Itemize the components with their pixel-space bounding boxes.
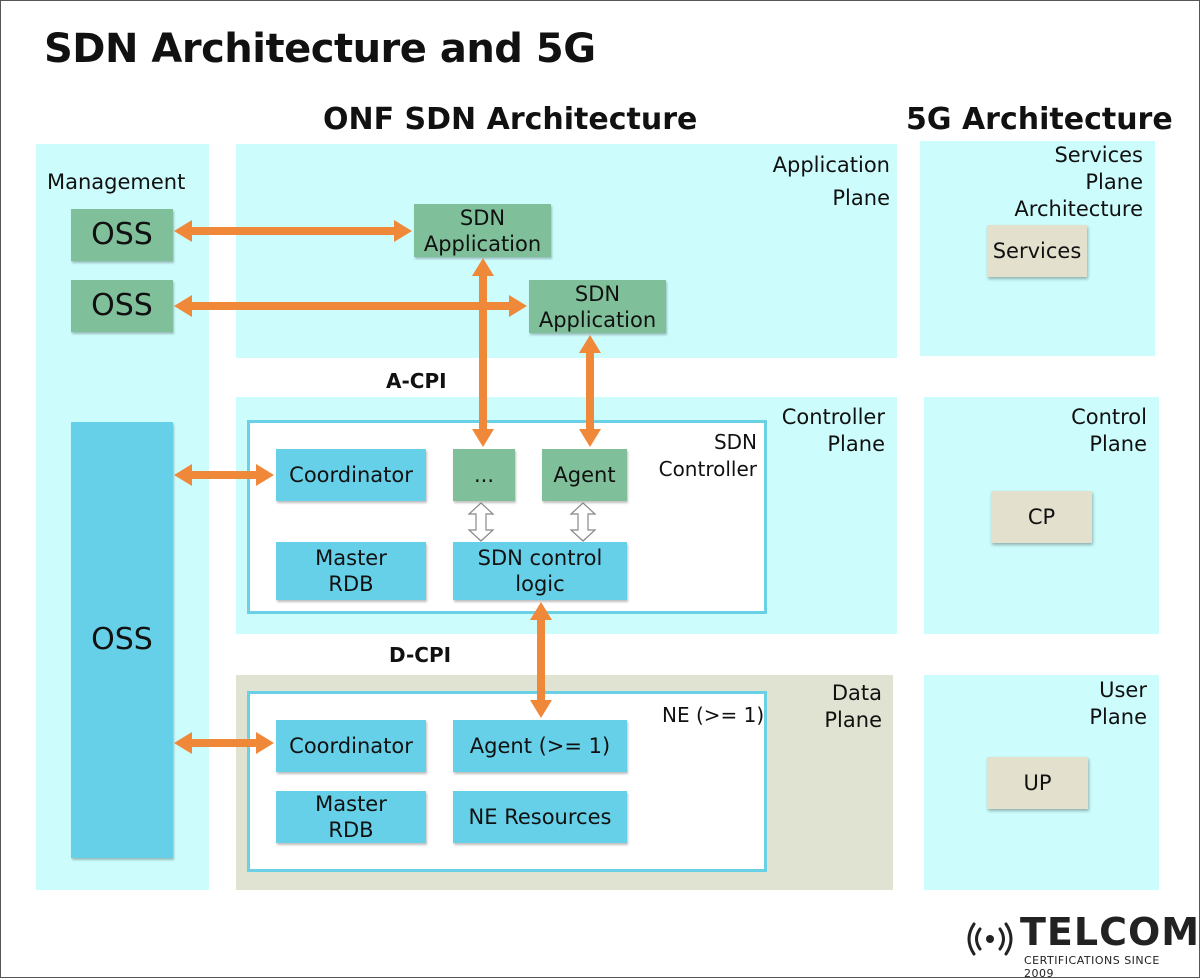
logo-name: TELCOMA: [1020, 910, 1200, 954]
ellipsis-agent-box: ...: [453, 449, 515, 501]
arrow-control-logic-to-data-agent: [530, 602, 552, 718]
control-plane-label: Control Plane: [1071, 405, 1147, 456]
controller-coordinator-box: Coordinator: [276, 449, 426, 501]
logo-tagline: CERTIFICATIONS SINCE 2009: [1024, 954, 1160, 980]
d-cpi-label: D-CPI: [389, 643, 452, 667]
ne-resources-box: NE Resources: [453, 791, 627, 843]
controller-agent-box: Agent: [542, 449, 627, 501]
ne-label: NE (>= 1): [662, 703, 765, 727]
oss-box-main: OSS: [71, 422, 173, 858]
controller-master-rdb-box: Master RDB: [276, 542, 426, 600]
a-cpi-label: A-CPI: [386, 369, 447, 393]
sdn-application-box-2: SDN Application: [529, 280, 666, 333]
management-label: Management: [47, 170, 186, 194]
data-master-rdb-box: Master RDB: [276, 791, 426, 843]
sdn-controller-label: SDN Controller: [658, 430, 757, 481]
user-plane-label: User Plane: [1089, 678, 1147, 729]
arrow-oss2-to-app2: [174, 295, 527, 317]
services-box: Services: [987, 225, 1087, 277]
sdn-application-box-1: SDN Application: [414, 204, 551, 257]
services-plane-label: Services Plane Architecture: [1014, 143, 1143, 221]
data-agent-box: Agent (>= 1): [453, 720, 627, 772]
telcoma-logo: TELCOMA CERTIFICATIONS SINCE 2009: [960, 910, 1200, 980]
page-title: SDN Architecture and 5G: [44, 26, 596, 72]
arrow-app2-to-agent: [579, 335, 601, 447]
arrow-app1-to-ellipsis: [472, 258, 494, 447]
arrow-oss1-to-app1: [174, 220, 412, 242]
hollow-arrow-ellipsis-to-logic: [467, 502, 495, 542]
onf-heading: ONF SDN Architecture: [323, 102, 698, 137]
arrow-oss-to-data-coordinator: [174, 732, 274, 754]
hollow-arrow-agent-to-logic: [569, 502, 597, 542]
signal-icon: [967, 922, 1013, 956]
oss-box-2: OSS: [71, 280, 173, 332]
sdn-control-logic-box: SDN control logic: [453, 542, 627, 600]
application-plane-label: Application Plane: [772, 153, 890, 210]
controller-plane-label: Controller Plane: [781, 405, 885, 456]
data-coordinator-box: Coordinator: [276, 720, 426, 772]
fiveg-heading: 5G Architecture: [906, 102, 1173, 137]
up-box: UP: [987, 757, 1088, 809]
oss-box-1: OSS: [71, 209, 173, 261]
cp-box: CP: [991, 491, 1092, 543]
data-plane-label: Data Plane: [824, 681, 882, 732]
arrow-oss-to-controller-coordinator: [174, 464, 274, 486]
